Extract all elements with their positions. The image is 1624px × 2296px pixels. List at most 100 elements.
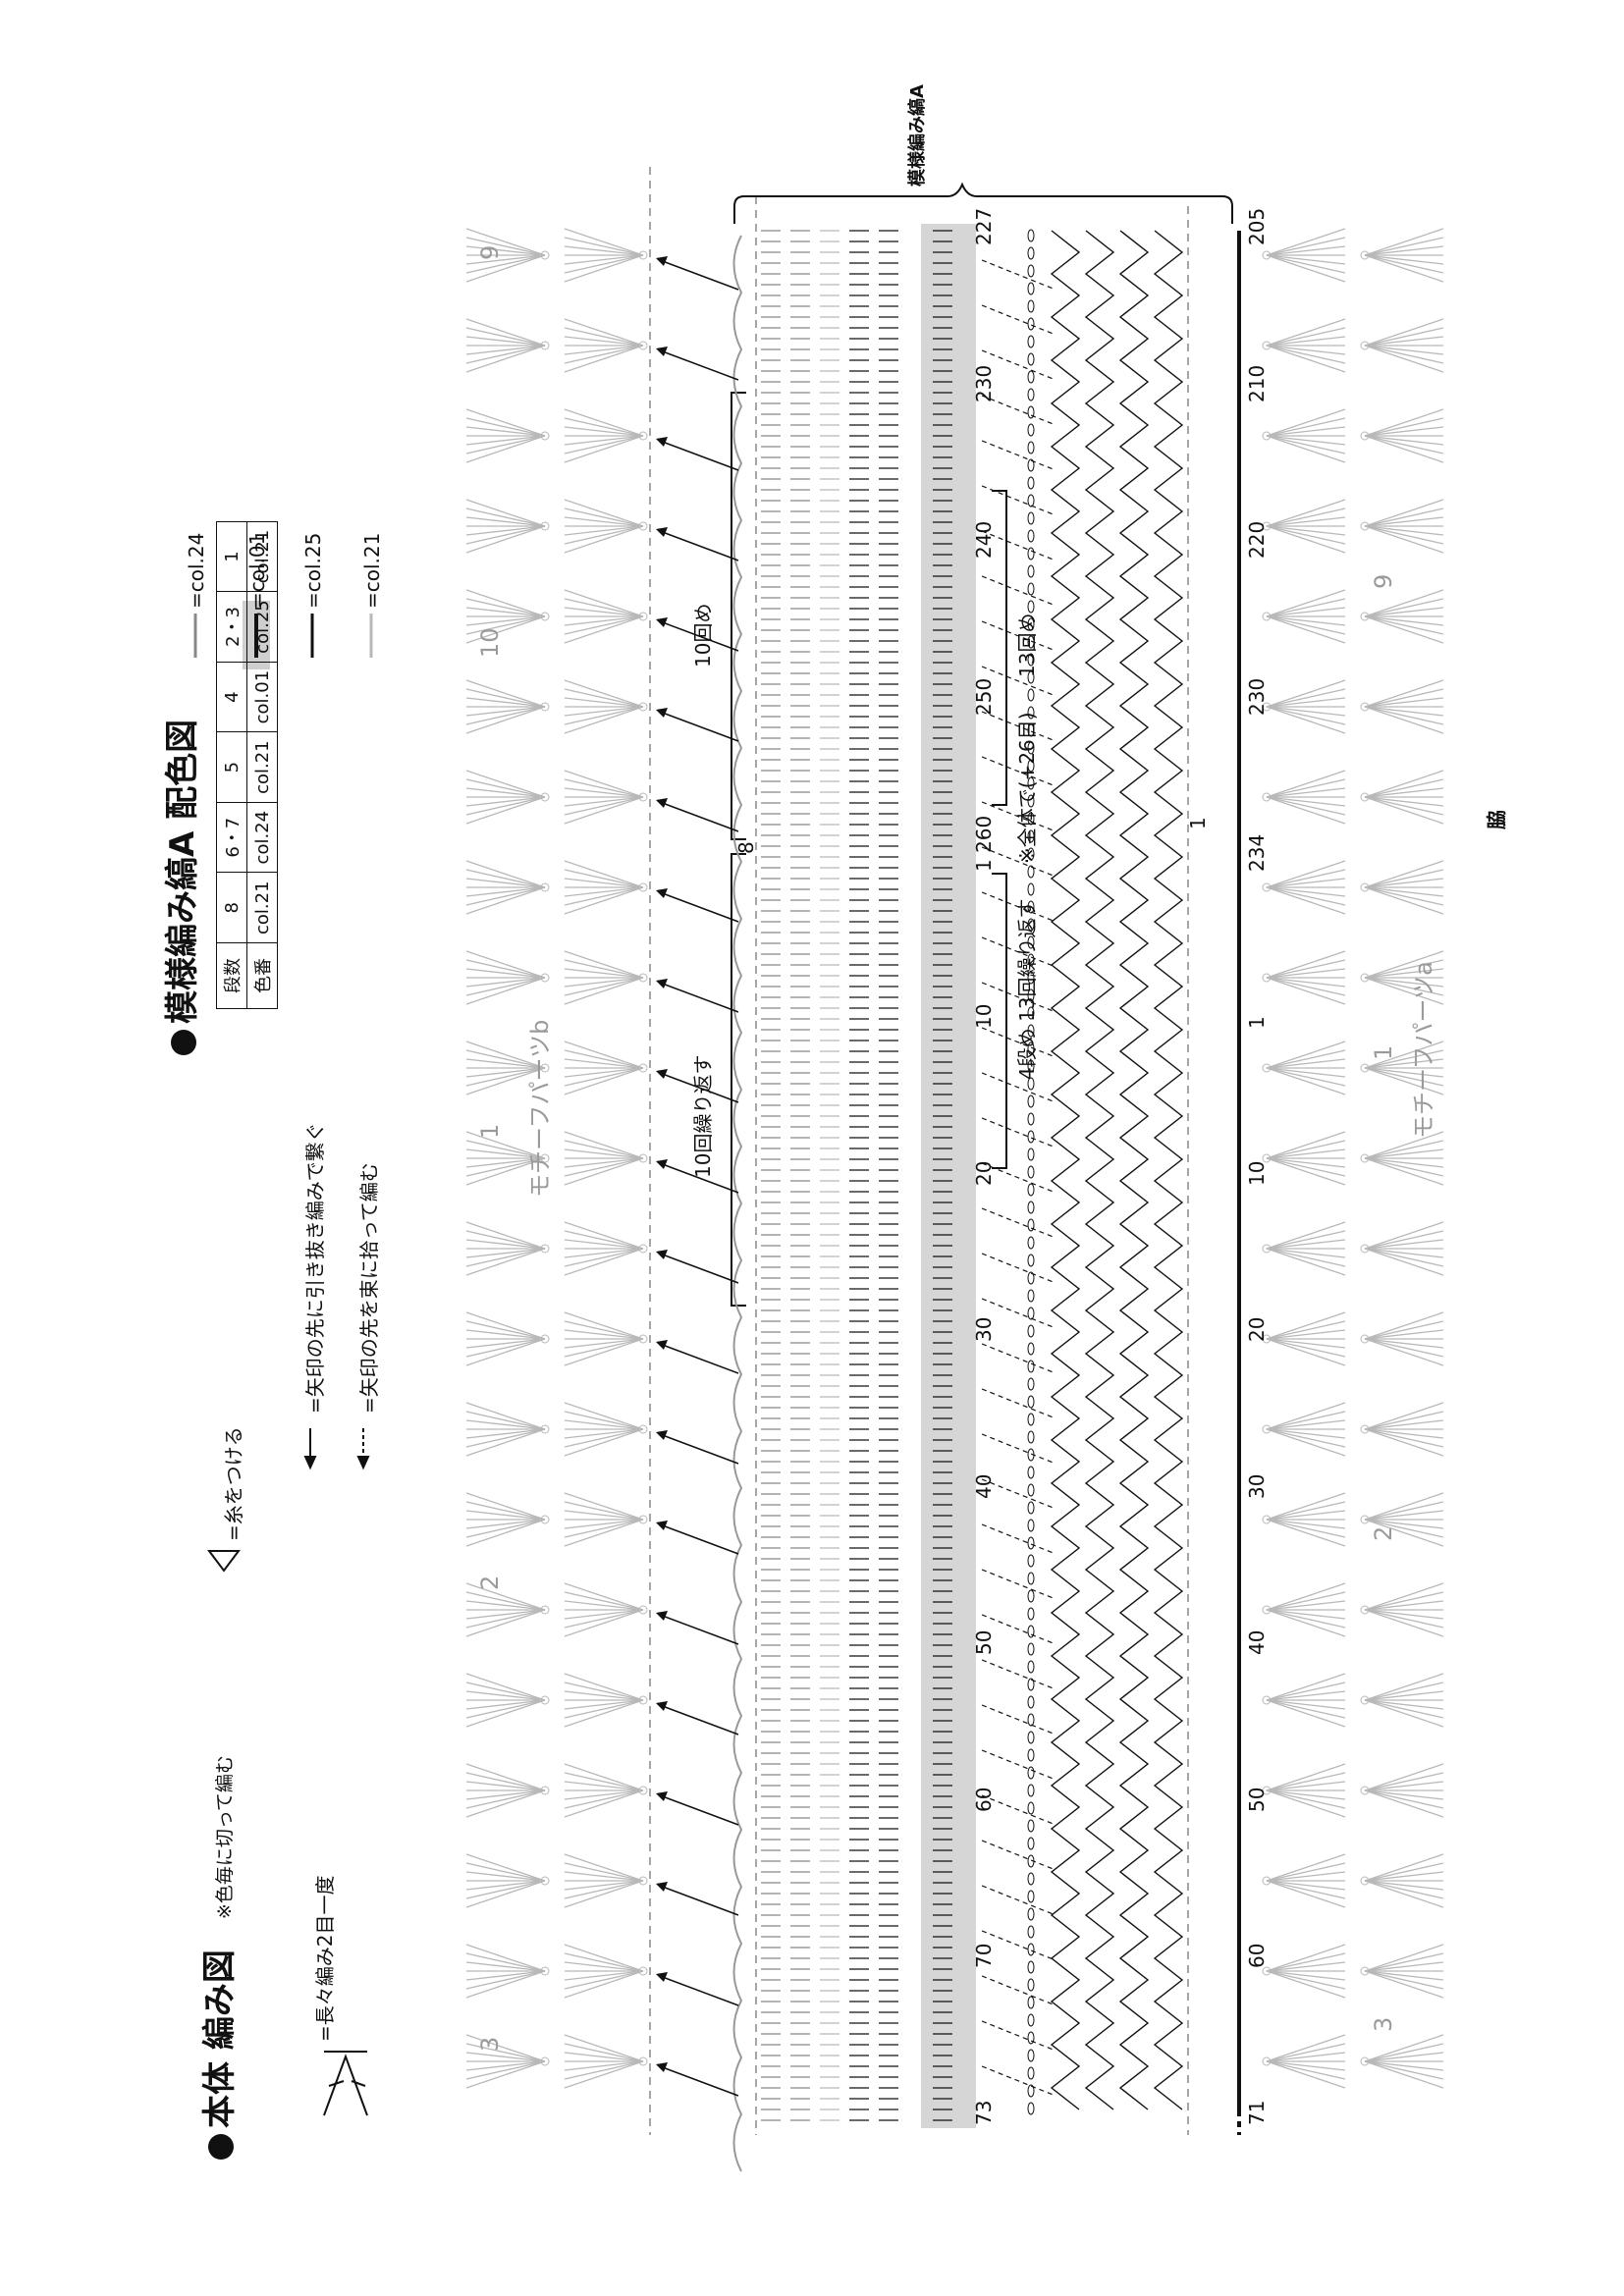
motif-stitch <box>1364 706 1444 717</box>
motif-ring <box>638 792 648 802</box>
motif-stitch <box>564 417 644 437</box>
motif-stitch <box>1266 607 1346 617</box>
motif-stitch <box>564 1591 644 1611</box>
motif-stitch <box>1364 1067 1444 1095</box>
motif-stitch <box>465 1682 546 1701</box>
motif-stitch <box>1364 1519 1444 1547</box>
dashed-arrow <box>981 1704 1056 1735</box>
motif-stitch <box>465 327 546 347</box>
motif-stitch <box>465 1131 546 1159</box>
motif-ring <box>638 431 648 441</box>
motif-stitch <box>465 1880 546 1899</box>
motif-stitch <box>1364 1699 1444 1719</box>
pattern-label: 模様編み縞A <box>907 84 928 187</box>
motif-stitch <box>1266 886 1346 915</box>
motif-stitch <box>564 1519 644 1529</box>
motif-stitch <box>564 977 644 1005</box>
motif-stitch <box>1266 1411 1346 1430</box>
motif-ring <box>540 341 550 350</box>
motif-stitch <box>1266 1067 1346 1087</box>
motif-ring <box>638 1786 648 1795</box>
arrowhead-icon <box>656 1791 668 1801</box>
motif-stitch <box>564 435 644 463</box>
motif-ring <box>1360 1515 1370 1524</box>
motif-stitch <box>564 968 644 979</box>
motif-stitch <box>564 1067 644 1095</box>
motif-ring <box>638 882 648 892</box>
motif-stitch <box>1266 1157 1346 1186</box>
motif-stitch <box>465 1970 546 1999</box>
chain-stitch <box>1027 246 1035 260</box>
motif-stitch <box>465 796 546 825</box>
join-arrow <box>659 1975 739 2006</box>
arrowhead-icon <box>656 1340 668 1350</box>
motif-stitch <box>465 968 546 979</box>
motif-stitch <box>1266 1591 1346 1611</box>
chain-stitch <box>1027 2013 1035 2027</box>
motif-stitch <box>1364 1609 1444 1629</box>
chain-stitch <box>1027 1006 1035 1020</box>
motif-a-number: 2 <box>1370 1525 1397 1541</box>
motif-stitch <box>1364 2052 1444 2062</box>
motif-stitch <box>564 770 644 798</box>
motif-stitch <box>465 1329 546 1340</box>
motif-stitch <box>564 1880 644 1891</box>
motif-ring <box>1262 1424 1272 1434</box>
motif-stitch <box>564 1157 644 1186</box>
motif-stitch <box>1266 1519 1346 1529</box>
motif-ring <box>638 612 648 621</box>
dashed-arrow <box>981 1072 1056 1103</box>
motif-stitch <box>1266 796 1346 816</box>
motif-stitch <box>564 499 644 527</box>
bottom-count-label: 20 <box>1245 1316 1269 1343</box>
motif-stitch <box>564 1880 644 1908</box>
motif-stitch <box>465 607 546 617</box>
motif-stitch <box>465 1880 546 1908</box>
shaded-row-band <box>921 224 976 2128</box>
chain-stitch <box>1027 423 1035 437</box>
bottom-count-label: 30 <box>1245 1473 1269 1499</box>
motif-stitch <box>564 2060 644 2089</box>
chain-stitch <box>1027 1713 1035 1727</box>
chain-stitch <box>1027 1748 1035 1762</box>
motif-stitch <box>564 1428 644 1439</box>
motif-ring <box>1262 2056 1272 2066</box>
motif-stitch <box>1266 245 1346 256</box>
chain-stitch <box>1027 2049 1035 2062</box>
motif-ring <box>1262 1876 1272 1886</box>
chain-stitch <box>1027 882 1035 896</box>
motif-ring <box>540 882 550 892</box>
motif-b-number: 3 <box>476 2036 504 2052</box>
motif-stitch <box>465 1961 546 1972</box>
motif-stitch <box>1266 435 1346 463</box>
top-count-label: 60 <box>972 1787 996 1812</box>
motif-stitch <box>465 426 546 437</box>
motif-stitch <box>1266 1682 1346 1701</box>
dashed-arrow <box>981 304 1056 336</box>
arrowhead-icon <box>656 617 668 627</box>
motif-stitch <box>465 1609 546 1620</box>
motif-stitch <box>465 1148 546 1159</box>
motif-stitch <box>1364 1248 1444 1276</box>
chain-stitch <box>1027 1766 1035 1780</box>
motif-stitch <box>564 1582 644 1611</box>
motif-ring <box>1262 1153 1272 1163</box>
motif-stitch <box>1364 426 1444 437</box>
motif-stitch <box>564 1609 644 1637</box>
motif-ring <box>1262 1063 1272 1073</box>
motif-ring <box>1360 882 1370 892</box>
motif-stitch <box>1266 1320 1346 1340</box>
motif-stitch <box>465 688 546 708</box>
motif-stitch <box>1364 237 1444 256</box>
motif-stitch <box>465 2043 546 2062</box>
motif-stitch <box>1364 787 1444 798</box>
chain-stitch <box>1027 1872 1035 1886</box>
dashed-arrow <box>981 846 1056 878</box>
motif-stitch <box>564 525 644 545</box>
motif-stitch <box>1266 1338 1346 1366</box>
motif-stitch <box>1364 796 1444 825</box>
motif-stitch <box>564 426 644 437</box>
motif-ring <box>1360 973 1370 983</box>
motif-stitch <box>1364 1519 1444 1529</box>
